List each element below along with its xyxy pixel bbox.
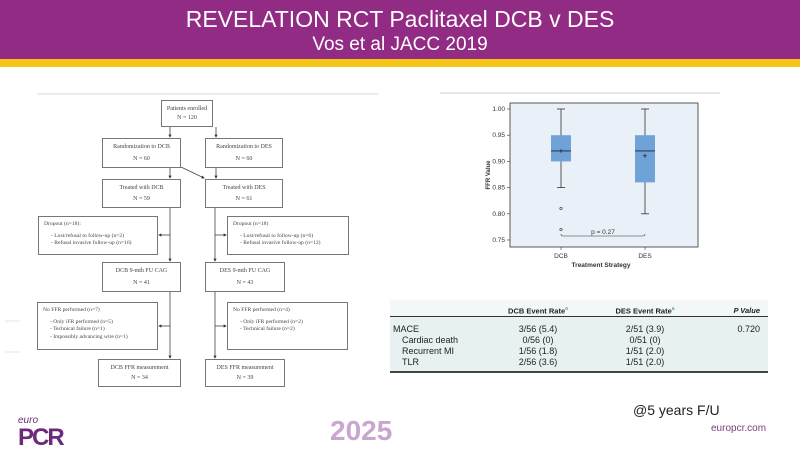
- y-tick-label: 0.85: [492, 185, 505, 192]
- dcb-value: 0/56 (0): [522, 335, 554, 345]
- box-item: - Refusal invasive follow-up (n=16): [51, 240, 132, 247]
- box-item: - Technical failure (n=2): [240, 326, 295, 333]
- box-label: Randomization to DCB: [113, 144, 170, 150]
- box-dropout-des: Dropout (n=18) - Lost/refusal to follow-u…: [227, 216, 349, 255]
- dcb-value: 3/56 (5.4): [518, 324, 558, 334]
- box-randomization-dcb: Randomization to DCB N = 60: [102, 138, 181, 168]
- box-item: - Only iFR performed (n=2): [240, 318, 303, 325]
- flowchart-connectors: [5, 93, 378, 359]
- box-item: - Only iFR performed (n=5): [50, 318, 113, 325]
- website-link[interactable]: europcr.com: [711, 423, 767, 434]
- box-n: N = 39: [236, 375, 254, 381]
- table-header: DCB Event Ratea DES Event Ratea P Value: [390, 300, 768, 317]
- box-ffr-dcb: DCB FFR measurement N = 34: [98, 359, 181, 387]
- box-patients-enrolled: Patients enrolled N = 120: [161, 100, 213, 127]
- box-item: - Impossibly advancing wire (n=1): [50, 333, 128, 340]
- p-value-annotation: p = 0.27: [591, 229, 615, 236]
- table-row: MACE 3/56 (5.4) 2/51 (3.9) 0.720: [390, 321, 768, 334]
- box-label: DCB FFR measurement: [110, 365, 169, 371]
- header-des: DES Event Ratea: [615, 306, 675, 316]
- box-label: DES 9-mth FU CAG: [219, 268, 271, 274]
- row-label: Cardiac death: [402, 335, 459, 345]
- box-cag-des: DES 9-mth FU CAG N = 43: [205, 262, 285, 292]
- slide-subtitle: Vos et al JACC 2019: [312, 34, 488, 55]
- box-label: DCB 9-mth FU CAG: [115, 268, 168, 274]
- box-item: - Lost/refusal to follow-up (n=6): [240, 232, 314, 239]
- significance-bracket: [560, 233, 646, 237]
- des-value: 0/51 (0): [629, 335, 661, 345]
- outlier-point: [559, 207, 563, 211]
- row-label: Recurrent MI: [402, 346, 455, 356]
- des-value: 2/51 (3.9): [625, 324, 665, 334]
- follow-up-note: @5 years F/U: [633, 402, 720, 418]
- y-tick-label: 0.75: [492, 237, 505, 244]
- row-label: MACE: [393, 324, 420, 334]
- des-value: 1/51 (2.0): [625, 346, 665, 356]
- box-title: No FFR performed (n=4): [233, 307, 290, 313]
- table-row: TLR 2/56 (3.6) 1/51 (2.0): [390, 354, 768, 367]
- box-n: N = 34: [131, 375, 148, 381]
- box-label: DES FFR measurement: [216, 365, 274, 371]
- x-tick-label: DCB: [554, 253, 568, 260]
- table-row: Cardiac death 0/56 (0) 0/51 (0): [390, 332, 768, 345]
- accent-stripe: [0, 59, 800, 67]
- plot-area: [509, 102, 699, 248]
- box-dcb: [551, 135, 571, 162]
- box-item: - Refusal invasive follow-up (n=12): [240, 240, 321, 247]
- y-tick-label: 0.95: [492, 132, 505, 139]
- dcb-value: 1/56 (1.8): [518, 346, 558, 356]
- box-label: Treated with DES: [222, 185, 266, 191]
- y-tick-label: 0.80: [492, 211, 505, 218]
- row-label: TLR: [402, 357, 420, 367]
- table-body: MACE 3/56 (5.4) 2/51 (3.9) 0.720 Cardiac de…: [390, 317, 768, 373]
- box-des: [635, 135, 655, 183]
- box-no-ffr-des: No FFR performed (n=4) - Only iFR perform…: [227, 302, 348, 350]
- box-randomization-des: Randomization to DES N = 60: [205, 138, 283, 168]
- y-tick-label: 1.00: [492, 106, 505, 113]
- box-n: N = 59: [133, 196, 150, 202]
- header-dcb: DCB Event Ratea: [508, 306, 568, 316]
- box-label: Randomization to DES: [216, 144, 272, 150]
- slide-title: REVELATION RCT Paclitaxel DCB v DES: [185, 6, 615, 32]
- event-year: 2025: [330, 415, 393, 446]
- box-title: Dropout (n=18): [233, 221, 269, 227]
- box-n: N = 61: [235, 196, 253, 202]
- box-n: N = 41: [133, 280, 150, 286]
- box-title: No FFR performed (n=7): [43, 307, 100, 313]
- box-label: Treated with DCB: [119, 185, 164, 191]
- x-tick-label: DES: [638, 253, 652, 260]
- box-item: - Lost/refusal to follow-up (n=2): [51, 232, 125, 239]
- box-no-ffr-dcb: No FFR performed (n=7) - Only iFR perform…: [37, 302, 158, 350]
- title-banner: REVELATION RCT Paclitaxel DCB v DES Vos …: [0, 0, 800, 59]
- header-p-value: P Value: [733, 306, 760, 315]
- mean-marker: +: [643, 152, 648, 161]
- box-dropout-dcb: Dropout (n=18): - Lost/refusal to follow-…: [38, 216, 158, 255]
- x-axis-title: Treatment Strategy: [572, 262, 631, 269]
- box-ffr-des: DES FFR measurement N = 39: [205, 359, 285, 387]
- box-label: Patients enrolled: [166, 106, 208, 112]
- box-treated-dcb: Treated with DCB N = 59: [102, 179, 181, 208]
- box-n: N = 60: [235, 156, 253, 162]
- box-item: - Technical failure (n=1): [50, 326, 105, 333]
- table-row: Recurrent MI 1/56 (1.8) 1/51 (2.0): [390, 343, 768, 356]
- box-n: N = 120: [177, 115, 197, 121]
- des-value: 1/51 (2.0): [625, 357, 665, 367]
- consort-flowchart: Patients enrolled N = 120 Randomization t…: [0, 0, 400, 400]
- p-value: 0.720: [737, 324, 760, 334]
- mean-marker: +: [559, 146, 564, 155]
- ffr-boxplot: 0.75 0.80 0.85 0.90 0.95 1.00 + DCB + DES p = 0.27…: [440, 92, 720, 269]
- box-treated-des: Treated with DES N = 61: [205, 179, 283, 208]
- dcb-value: 2/56 (3.6): [518, 357, 558, 367]
- box-title: Dropout (n=18):: [44, 221, 81, 227]
- box-cag-dcb: DCB 9-mth FU CAG N = 41: [102, 262, 181, 292]
- box-n: N = 60: [133, 156, 150, 162]
- box-n: N = 43: [236, 280, 254, 286]
- outcomes-table: DCB Event Ratea DES Event Ratea P Value …: [390, 300, 768, 373]
- y-axis-title: FFR Value: [486, 160, 492, 190]
- y-tick-label: 0.90: [492, 158, 505, 165]
- outlier-point: [559, 228, 563, 232]
